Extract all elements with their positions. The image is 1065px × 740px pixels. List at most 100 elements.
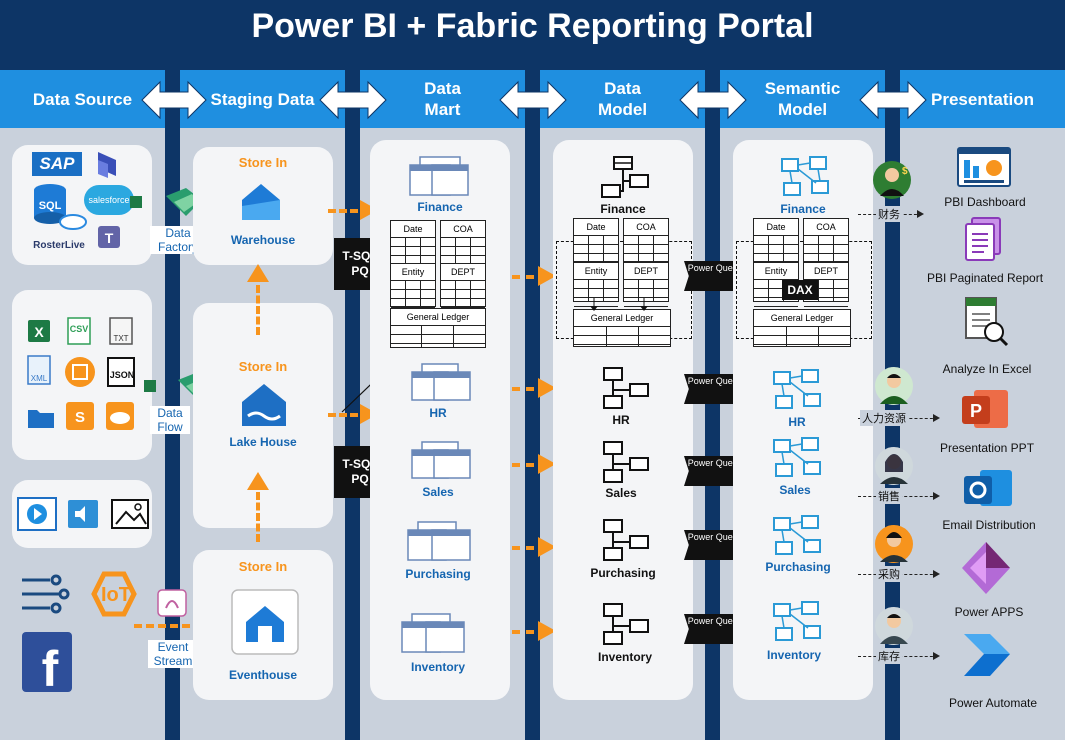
outlook-icon	[964, 470, 1012, 506]
model-entity-header: Entity	[574, 263, 618, 280]
finance-model-icon	[601, 156, 649, 198]
stream-lines-icon	[22, 574, 70, 614]
header-presentation: Presentation	[900, 70, 1065, 128]
inventory-semantic-icon	[773, 601, 821, 641]
sales-mart-table-icon	[411, 441, 471, 479]
xml-icon	[27, 355, 51, 385]
model-inventory-label: Inventory	[597, 650, 652, 664]
model-date-table: Date	[573, 218, 619, 263]
dynamics-icon	[98, 152, 116, 178]
role-hr: 人力资源	[860, 410, 908, 426]
mart-dept-table: DEPT	[440, 263, 486, 308]
model-dept-table: DEPT	[623, 262, 669, 307]
event-stream-icon	[157, 589, 187, 617]
semantic-hr-label: HR	[788, 415, 806, 429]
paginated-report-icon	[965, 217, 1001, 261]
iot-icon: IoT	[91, 571, 137, 617]
purchasing-semantic-icon	[773, 515, 821, 555]
hr-mart-table-icon	[411, 363, 471, 401]
presentation-pbi-dashboard: PBI Dashboard	[944, 195, 1026, 209]
hr-semantic-icon	[773, 369, 821, 409]
teams-icon: T	[98, 226, 120, 248]
page-title: Power BI + Fabric Reporting Portal	[0, 0, 1065, 62]
lakehouse-icon	[242, 384, 286, 426]
lakehouse-store-in: Store In	[238, 359, 288, 374]
inventory-mart-table-icon	[401, 613, 465, 653]
warehouse-mart-dash	[328, 209, 358, 213]
purchasing-avatar-icon	[875, 525, 913, 563]
mart-entity-table: Entity	[390, 263, 436, 308]
mart-model-arrow-5	[538, 621, 556, 641]
header-arrows	[141, 80, 927, 120]
mart-finance-label: Finance	[417, 200, 463, 214]
lakehouse-label: Lake House	[229, 435, 297, 449]
excel-icon: X	[28, 320, 50, 342]
svg-text:SQL: SQL	[39, 200, 62, 212]
semantic-purchasing-label: Purchasing	[765, 560, 831, 574]
header-semantic: Semantic Model	[720, 70, 885, 128]
role-purchasing: 采购	[876, 566, 902, 582]
model-date-header: Date	[574, 219, 618, 236]
event-stream-label: Event Stream	[148, 640, 198, 668]
mart-model-dash-4	[512, 546, 534, 550]
svg-text:P: P	[970, 401, 982, 421]
warehouse-icon	[242, 184, 280, 220]
flow-connector	[144, 380, 156, 392]
header-data-mart: Data Mart	[360, 70, 525, 128]
role-inventory: 库存	[876, 648, 902, 664]
analyze-in-excel-icon	[965, 297, 1009, 347]
event-to-lake-dash	[256, 492, 260, 542]
eventhouse-icon	[231, 589, 299, 655]
model-coa-header: COA	[624, 219, 668, 236]
csv-label: CSV	[69, 324, 89, 334]
presentation-analyze-excel: Analyze In Excel	[942, 362, 1032, 376]
model-entity-table: Entity	[573, 262, 619, 307]
header-data-model: Data Model	[540, 70, 705, 128]
mart-date-header: Date	[391, 221, 435, 238]
xml-label: XML	[30, 374, 48, 383]
txt-icon	[109, 317, 133, 345]
folder-icon	[28, 410, 54, 428]
semantic-inventory-label: Inventory	[766, 648, 821, 662]
semantic-finance-label: Finance	[780, 202, 826, 216]
svg-text:T: T	[105, 230, 114, 246]
inventory-avatar-icon	[875, 607, 913, 645]
role-sales: 销售	[876, 488, 902, 504]
sales-model-icon	[603, 441, 649, 483]
mart-model-dash-3	[512, 463, 534, 467]
lake-to-warehouse-dash	[256, 285, 260, 335]
presentation-power-automate: Power Automate	[948, 696, 1038, 710]
onedrive-icon	[106, 402, 134, 430]
purchasing-mart-table-icon	[407, 521, 471, 561]
mart-model-dash-1	[512, 275, 534, 279]
presentation-power-apps: Power APPS	[954, 605, 1024, 619]
presentation-paginated-report: PBI Paginated Report	[926, 271, 1044, 285]
mart-model-arrow-3	[538, 454, 556, 474]
lake-mart-dash	[328, 413, 358, 417]
dax-badge: DAX	[782, 280, 818, 300]
power-automate-icon	[964, 634, 1010, 676]
power-apps-icon	[962, 542, 1010, 594]
semantic-sales-label: Sales	[779, 483, 811, 497]
warehouse-label: Warehouse	[230, 233, 296, 247]
semantic-coa-table: COA	[803, 218, 849, 263]
hr-avatar-icon	[875, 367, 913, 405]
mart-purchasing-label: Purchasing	[405, 567, 471, 581]
sql-database-icon: SQL	[34, 184, 66, 224]
video-icon	[17, 497, 57, 531]
finance-avatar-icon: $	[873, 161, 911, 199]
semantic-dept-header: DEPT	[804, 263, 848, 280]
semantic-date-header: Date	[754, 219, 798, 236]
pbi-dashboard-icon	[957, 147, 1011, 187]
mart-model-arrow-1	[538, 266, 556, 286]
sales-semantic-icon	[773, 437, 821, 477]
header-staging: Staging Data	[180, 70, 345, 128]
mart-sales-label: Sales	[422, 485, 454, 499]
event-dash	[134, 624, 190, 628]
mart-coa-table: COA	[440, 220, 486, 265]
svg-text:IoT: IoT	[101, 584, 131, 606]
hr-model-icon	[603, 367, 649, 409]
event-to-lake-arrow	[247, 472, 269, 490]
model-dept-header: DEPT	[624, 263, 668, 280]
model-coa-table: COA	[623, 218, 669, 263]
